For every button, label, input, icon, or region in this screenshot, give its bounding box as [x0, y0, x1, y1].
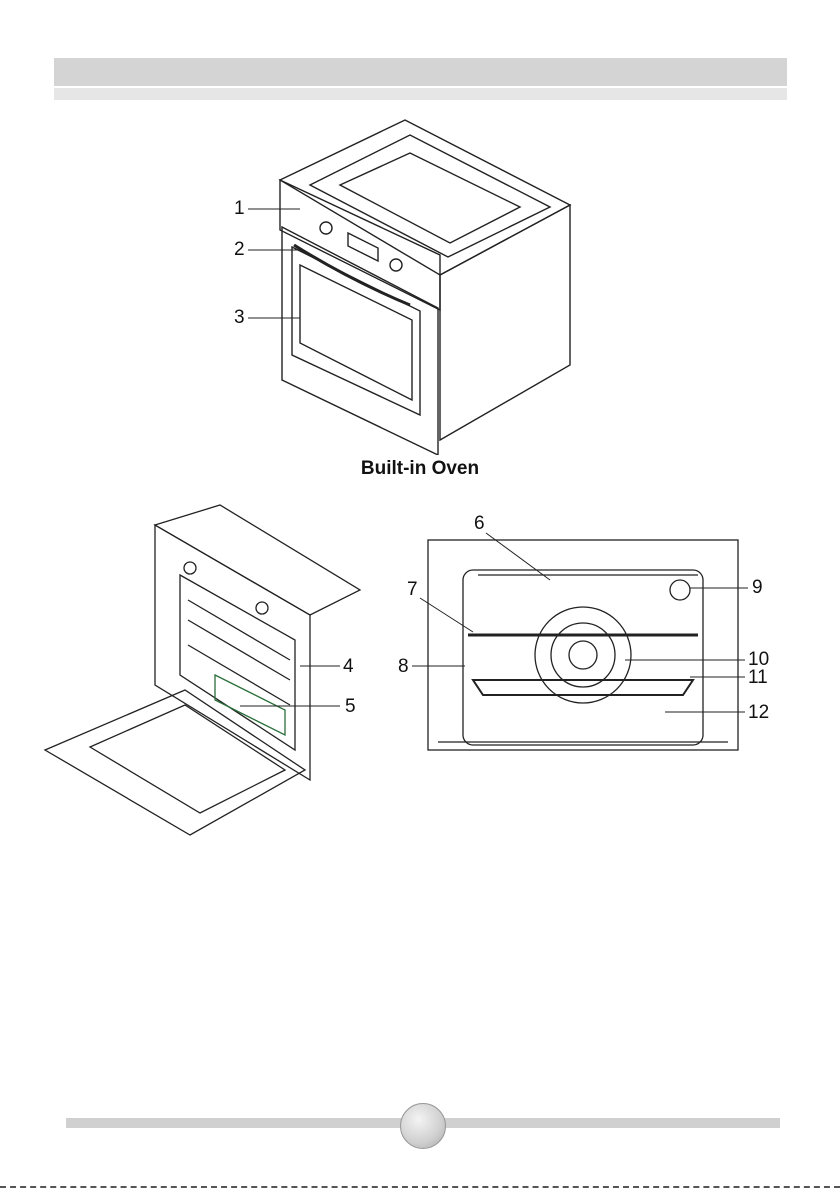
page-number-badge — [400, 1103, 446, 1149]
page-bottom-dashed-rule — [0, 1186, 840, 1188]
callout-leaders-bottom — [0, 0, 840, 800]
